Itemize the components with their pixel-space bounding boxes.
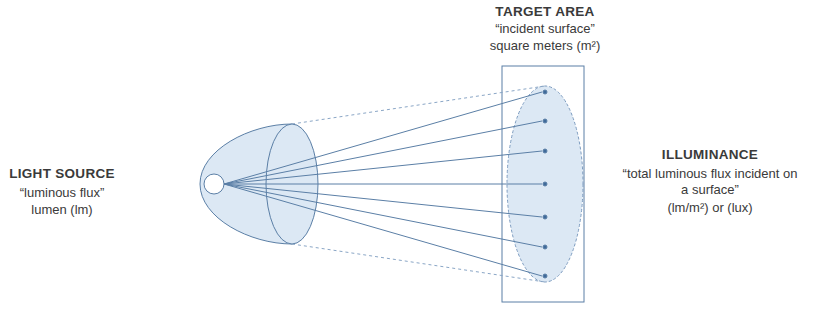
light-ray [224, 184, 542, 185]
section-heading: TARGET AREA [495, 4, 594, 20]
light-ray [224, 151, 542, 184]
light-bulb [204, 174, 224, 194]
unit-label: square meters (m²) [490, 38, 601, 54]
beam-edge [292, 244, 545, 282]
section-heading: ILLUMINANCE [662, 147, 758, 163]
quantity-name: “incident surface” [495, 21, 595, 37]
ray-end [543, 149, 547, 153]
light-rays [224, 90, 547, 278]
light-ray [224, 184, 542, 247]
section-heading: LIGHT SOURCE [9, 166, 115, 182]
quantity-definition: “total luminous flux incident on a surfa… [621, 166, 799, 198]
ray-end [543, 215, 547, 219]
quantity-name: “luminous flux” [20, 185, 105, 201]
ray-end [543, 245, 547, 249]
ray-end [543, 119, 547, 123]
ray-end [543, 182, 547, 186]
light-ray [224, 92, 542, 184]
light-ray [224, 184, 542, 276]
ray-end [543, 90, 547, 94]
beam-edge [292, 86, 545, 124]
unit-label: lumen (lm) [31, 202, 92, 218]
light-ray [224, 121, 542, 184]
light-ray [224, 184, 542, 217]
unit-label: (lm/m²) or (lux) [667, 200, 752, 216]
ray-end [543, 274, 547, 278]
